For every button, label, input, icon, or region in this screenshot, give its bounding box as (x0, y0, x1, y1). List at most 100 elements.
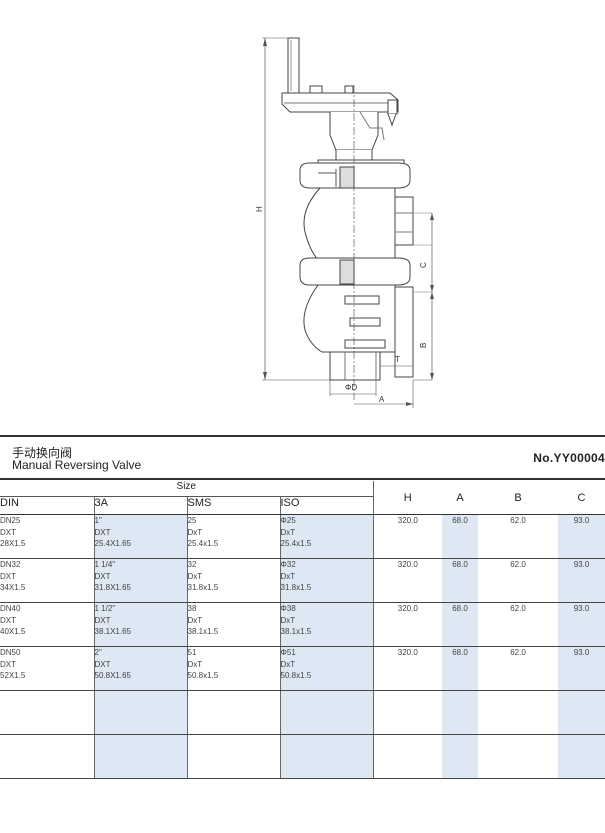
cell-din (0, 734, 94, 779)
cell-iso-line (281, 747, 373, 759)
size-header: Size (176, 481, 196, 492)
cell-din-line: 40X1.5 (0, 627, 26, 636)
cell-a3: 1 1/2" DXT 38.1X1.65 (93, 602, 187, 647)
cell-sms-line (188, 747, 280, 759)
cell-a: 68.0 (442, 514, 479, 559)
cell-h: 320.0 (372, 514, 443, 559)
cell-b: 62.0 (478, 558, 559, 603)
cell-h: 320.0 (372, 602, 443, 647)
cell-din-line: DXT (0, 527, 16, 537)
cell-din-line: 52X1.5 (0, 671, 26, 680)
col-header-h: H (372, 481, 443, 515)
cell-sms-line: 38.1x1.5 (187, 627, 219, 636)
cell-h: 320.0 (372, 646, 443, 691)
dim-label-a: A (379, 395, 385, 404)
cell-a3-line: 31.8X1.65 (94, 583, 131, 592)
cell-din-line (0, 747, 94, 759)
cell-din-line: DXT (0, 571, 16, 581)
cell-a3-line: DXT (94, 659, 111, 669)
cell-iso-line: 25.4x1.5 (280, 539, 312, 548)
cell-h (372, 734, 443, 779)
cell-a3-line: 1 1/4" (94, 560, 116, 569)
cell-c: 93.0 (558, 646, 605, 691)
cell-sms-line: 50.8x1.5 (187, 671, 219, 680)
cell-sms-line: 51 (187, 648, 197, 657)
cell-a3-line: 1" (94, 516, 102, 525)
col-header-din: DIN (0, 496, 94, 515)
cell-iso (279, 734, 374, 779)
cell-a3-line (95, 703, 187, 715)
top-divider (0, 435, 605, 437)
cell-a3-line: 50.8X1.65 (94, 671, 131, 680)
table-header-row-2: DIN 3A SMS ISO (0, 496, 605, 515)
table-row (0, 734, 605, 779)
cell-din-line: DXT (0, 615, 16, 625)
dim-label-b: B (419, 343, 428, 348)
cell-a (442, 734, 479, 779)
cell-a3-line: DXT (94, 571, 111, 581)
cell-c: 93.0 (558, 602, 605, 647)
cell-iso-line: DxT (280, 571, 296, 581)
dim-label-c: C (419, 262, 428, 268)
cell-din-line: DN25 (0, 516, 21, 525)
cell-sms-line: DxT (187, 615, 203, 625)
cell-sms-line: DxT (187, 527, 203, 537)
cell-a3 (93, 690, 187, 735)
cell-sms-line: 38 (187, 604, 197, 613)
cell-a3-line (95, 758, 187, 770)
cell-a3-line: 1 1/2" (94, 604, 116, 613)
cell-a3: 1 1/4" DXT 31.8X1.65 (93, 558, 187, 603)
col-header-iso: ISO (279, 496, 374, 515)
cell-a3: 2" DXT 50.8X1.65 (93, 646, 187, 691)
cell-iso-line: DxT (280, 659, 296, 669)
cell-a3-line: 25.4X1.65 (94, 539, 131, 548)
cell-sms-line: 32 (187, 560, 197, 569)
cell-sms (186, 734, 280, 779)
cell-a3-line (95, 735, 187, 747)
product-code: No.YY00004 (533, 451, 605, 465)
col-header-a: A (442, 481, 479, 515)
cell-c: 93.0 (558, 514, 605, 559)
col-header-sms: SMS (186, 496, 280, 515)
product-title-chinese: 手动换向阀 (12, 446, 73, 460)
cell-sms-line (188, 735, 280, 747)
cell-iso-line (281, 703, 373, 715)
cell-iso-line (281, 758, 373, 770)
dim-label-h: H (255, 206, 264, 212)
cell-b: 62.0 (478, 646, 559, 691)
cell-b: 62.0 (478, 602, 559, 647)
cell-iso-line: Φ38 (280, 604, 296, 613)
cell-sms-line (188, 703, 280, 715)
cell-sms (186, 690, 280, 735)
cell-c (558, 734, 605, 779)
cell-a: 68.0 (442, 602, 479, 647)
cell-b (478, 690, 559, 735)
cell-a3-line: DXT (94, 615, 111, 625)
cell-a3-line: 2" (94, 648, 102, 657)
cell-sms-line: DxT (187, 571, 203, 581)
cell-din-line: DN40 (0, 604, 21, 613)
cell-din-line (0, 703, 94, 715)
cell-din-line (0, 758, 94, 770)
cell-a3-line: 38.1X1.65 (94, 627, 131, 636)
cell-a3 (93, 734, 187, 779)
product-title-english: Manual Reversing Valve (12, 458, 142, 472)
cell-sms-line: 25.4x1.5 (187, 539, 219, 548)
table-header-row-1: Size H A B C (0, 481, 605, 515)
cell-iso-line: 38.1x1.5 (280, 627, 312, 636)
dim-label-t: T (395, 355, 400, 364)
cell-iso-line: 31.8x1.5 (280, 583, 312, 592)
